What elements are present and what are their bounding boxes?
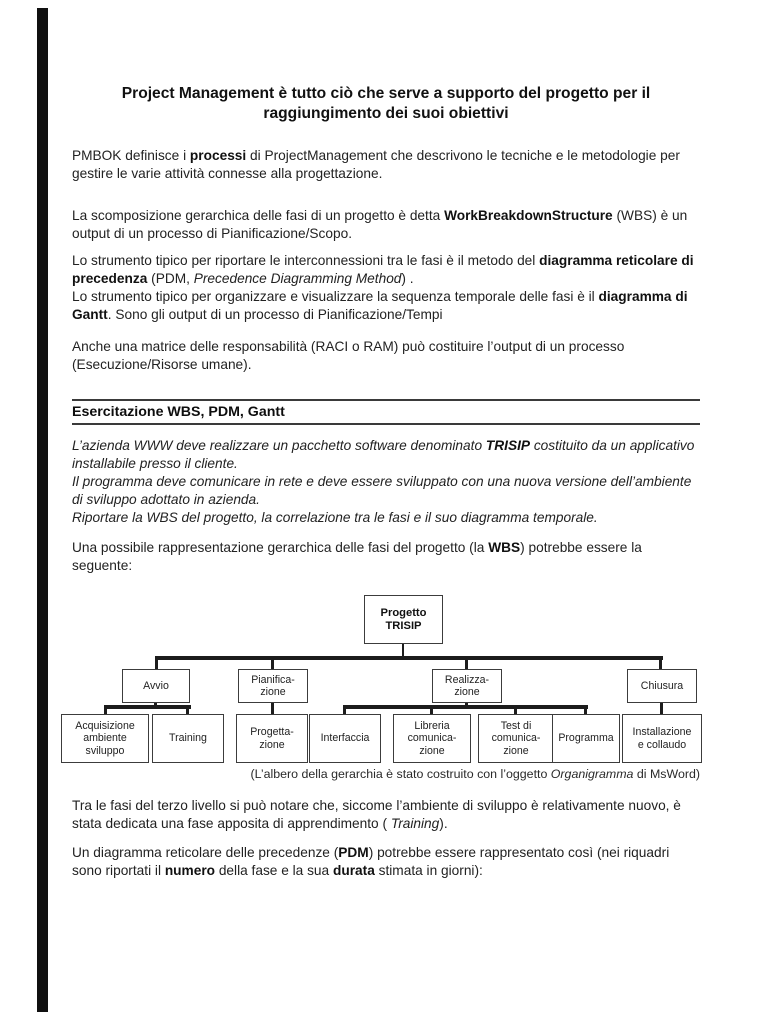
figure-caption: (L’albero della gerarchia è stato costru…: [250, 767, 700, 781]
heading-rule-top: [72, 399, 700, 402]
wbs-node-avvio: Avvio: [122, 669, 190, 703]
wbs-node-progettazione: Progetta- zione: [236, 714, 308, 763]
connector-drop-acquisizione: [104, 705, 107, 714]
connector-drop-pianificazione: [271, 659, 274, 669]
connector-drop-installazione: [660, 703, 663, 714]
wbs-node-acquisizione-ambiente-sviluppo: Acquisizione ambiente sviluppo: [61, 714, 149, 763]
connector-level1-bar: [155, 656, 663, 660]
wbs-node-installazione-collaudo: Installazione e collaudo: [622, 714, 702, 763]
paragraph-wbs-intro: Una possibile rappresentazione gerarchic…: [72, 540, 642, 573]
paragraph-wbs: La scomposizione gerarchica delle fasi d…: [72, 208, 688, 241]
wbs-node-chiusura: Chiusura: [627, 669, 697, 703]
connector-drop-interfaccia: [343, 705, 346, 714]
wbs-node-test-comunicazione: Test di comunica- zione: [478, 714, 554, 763]
section-heading: Esercitazione WBS, PDM, Gantt: [72, 404, 285, 420]
connector-drop-training: [186, 705, 189, 714]
wbs-node-programma: Programma: [552, 714, 620, 763]
paragraph-pdm-intro: Un diagramma reticolare delle precedenze…: [72, 845, 670, 878]
paragraph-pmbok: PMBOK definisce i processi di ProjectMan…: [72, 148, 680, 181]
page-title: Project Management è tutto ciò che serve…: [121, 85, 651, 122]
connector-drop-avvio: [155, 659, 158, 669]
paragraph-pdm-gantt: Lo strumento tipico per riportare le int…: [72, 253, 694, 322]
connector-drop-progettazione: [271, 703, 274, 714]
connector-avvio-bracket: [104, 705, 191, 709]
exercise-statement: L’azienda WWW deve realizzare un pacchet…: [72, 438, 695, 525]
wbs-node-pianificazione: Pianifica- zione: [238, 669, 308, 703]
connector-drop-realizzazione: [465, 659, 468, 669]
scan-artifact-bar: [37, 8, 48, 1012]
connector-root-stub: [402, 644, 404, 657]
connector-realizzazione-bracket: [343, 705, 588, 709]
wbs-node-progetto-trisip: Progetto TRISIP: [364, 595, 443, 644]
wbs-node-interfaccia: Interfaccia: [309, 714, 381, 763]
wbs-node-realizzazione: Realizza- zione: [432, 669, 502, 703]
heading-rule-bottom: [72, 423, 700, 425]
connector-drop-chiusura: [659, 659, 662, 669]
connector-drop-programma: [584, 705, 587, 714]
connector-drop-test: [514, 705, 517, 714]
connector-drop-libreria: [430, 705, 433, 714]
paragraph-training-note: Tra le fasi del terzo livello si può not…: [72, 798, 681, 831]
wbs-node-libreria-comunicazione: Libreria comunica- zione: [393, 714, 471, 763]
paragraph-raci: Anche una matrice delle responsabilità (…: [72, 339, 625, 372]
wbs-node-training: Training: [152, 714, 224, 763]
